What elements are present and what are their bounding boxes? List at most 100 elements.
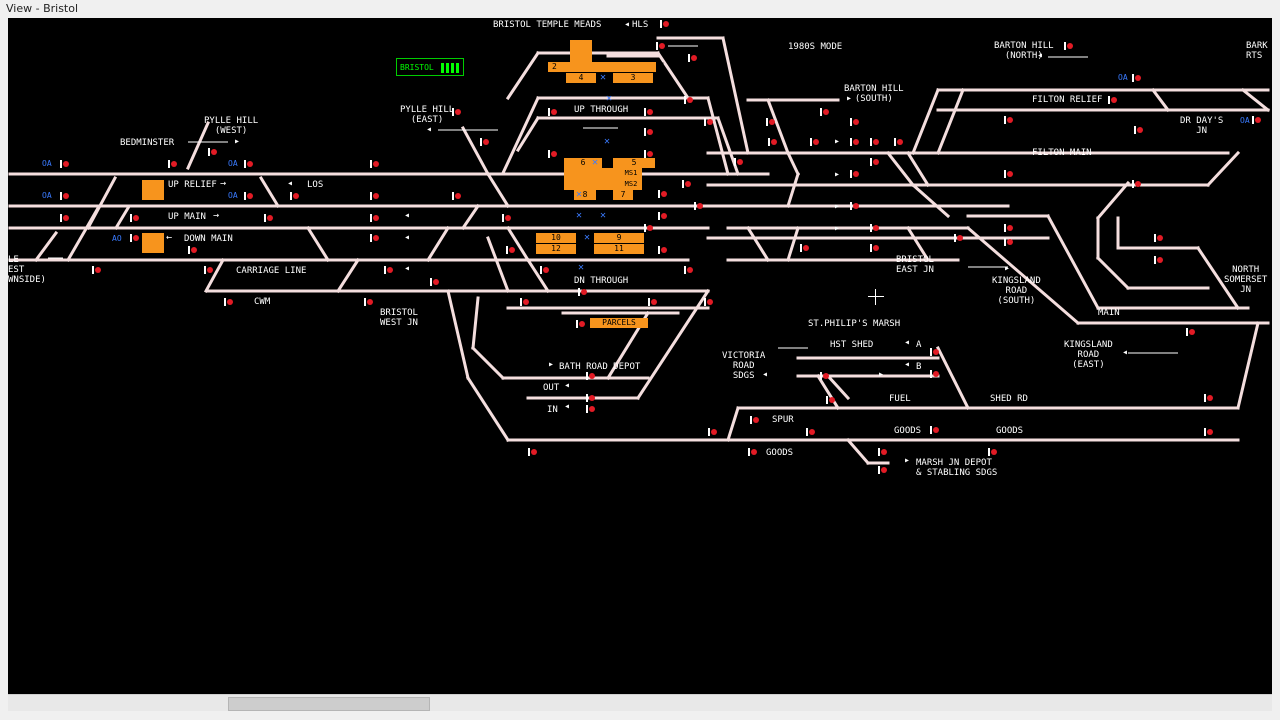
signal-icon[interactable] [1154, 256, 1164, 264]
signal-icon[interactable] [364, 298, 374, 306]
signal-icon[interactable] [768, 138, 778, 146]
signal-icon[interactable] [586, 372, 596, 380]
signal-icon[interactable] [130, 234, 140, 242]
horizontal-scrollbar[interactable] [8, 694, 1272, 712]
signal-icon[interactable] [370, 192, 380, 200]
signal-icon[interactable] [704, 298, 714, 306]
signal-icon[interactable] [548, 150, 558, 158]
signal-icon[interactable] [708, 428, 718, 436]
signal-icon[interactable] [930, 348, 940, 356]
signal-icon[interactable] [734, 158, 744, 166]
scrollbar-thumb[interactable] [228, 697, 430, 711]
signal-icon[interactable] [850, 202, 860, 210]
signal-icon[interactable] [688, 54, 698, 62]
signal-icon[interactable] [586, 394, 596, 402]
signal-icon[interactable] [820, 108, 830, 116]
signal-icon[interactable] [704, 118, 714, 126]
signal-icon[interactable] [168, 160, 178, 168]
signal-icon[interactable] [1108, 96, 1118, 104]
signal-icon[interactable] [658, 246, 668, 254]
signal-icon[interactable] [850, 170, 860, 178]
signal-icon[interactable] [370, 214, 380, 222]
signal-icon[interactable] [506, 246, 516, 254]
signal-icon[interactable] [370, 234, 380, 242]
signal-icon[interactable] [502, 214, 512, 222]
signal-icon[interactable] [870, 138, 880, 146]
signal-icon[interactable] [870, 244, 880, 252]
signal-icon[interactable] [1064, 42, 1074, 50]
signal-icon[interactable] [208, 148, 218, 156]
signal-icon[interactable] [1132, 74, 1142, 82]
signal-icon[interactable] [528, 448, 538, 456]
signal-icon[interactable] [656, 42, 666, 50]
signal-icon[interactable] [204, 266, 214, 274]
signal-icon[interactable] [60, 160, 70, 168]
signal-icon[interactable] [930, 370, 940, 378]
signal-icon[interactable] [894, 138, 904, 146]
signal-icon[interactable] [92, 266, 102, 274]
signal-icon[interactable] [1204, 394, 1214, 402]
signal-icon[interactable] [658, 190, 668, 198]
signal-icon[interactable] [684, 266, 694, 274]
signal-icon[interactable] [954, 234, 964, 242]
signal-icon[interactable] [826, 396, 836, 404]
signal-icon[interactable] [644, 150, 654, 158]
title-bar[interactable]: View - Bristol [0, 0, 1280, 19]
signal-icon[interactable] [766, 118, 776, 126]
signal-icon[interactable] [130, 214, 140, 222]
signal-icon[interactable] [806, 428, 816, 436]
signal-icon[interactable] [1004, 170, 1014, 178]
bristol-panel-indicator[interactable]: BRISTOL [396, 58, 464, 76]
signal-icon[interactable] [820, 372, 830, 380]
signal-icon[interactable] [1204, 428, 1214, 436]
signal-icon[interactable] [244, 192, 254, 200]
signal-icon[interactable] [290, 192, 300, 200]
signal-icon[interactable] [684, 96, 694, 104]
signal-icon[interactable] [694, 202, 704, 210]
signal-icon[interactable] [800, 244, 810, 252]
signal-icon[interactable] [1186, 328, 1196, 336]
signal-icon[interactable] [480, 138, 490, 146]
signal-icon[interactable] [644, 128, 654, 136]
signal-icon[interactable] [60, 192, 70, 200]
signal-icon[interactable] [1154, 234, 1164, 242]
signal-icon[interactable] [644, 108, 654, 116]
signal-icon[interactable] [870, 224, 880, 232]
signal-icon[interactable] [370, 160, 380, 168]
signal-icon[interactable] [988, 448, 998, 456]
signal-icon[interactable] [878, 466, 888, 474]
signal-icon[interactable] [878, 448, 888, 456]
signal-icon[interactable] [810, 138, 820, 146]
signal-icon[interactable] [748, 448, 758, 456]
signal-icon[interactable] [750, 416, 760, 424]
signal-icon[interactable] [452, 108, 462, 116]
signalling-diagram[interactable]: BRISTOL 1980S MODE BRISTOL TEMPLE MEADS … [8, 18, 1272, 694]
signal-icon[interactable] [660, 20, 670, 28]
signal-icon[interactable] [1134, 126, 1144, 134]
signal-icon[interactable] [1252, 116, 1262, 124]
signal-icon[interactable] [658, 212, 668, 220]
signal-icon[interactable] [452, 192, 462, 200]
signal-icon[interactable] [520, 298, 530, 306]
signal-icon[interactable] [930, 426, 940, 434]
signal-icon[interactable] [540, 266, 550, 274]
signal-icon[interactable] [1004, 116, 1014, 124]
signal-icon[interactable] [648, 298, 658, 306]
signal-icon[interactable] [644, 224, 654, 232]
signal-icon[interactable] [870, 158, 880, 166]
signal-icon[interactable] [576, 320, 586, 328]
signal-icon[interactable] [578, 288, 588, 296]
signal-icon[interactable] [244, 160, 254, 168]
signal-icon[interactable] [1004, 238, 1014, 246]
signal-icon[interactable] [1004, 224, 1014, 232]
signal-icon[interactable] [850, 138, 860, 146]
signal-icon[interactable] [548, 108, 558, 116]
signal-icon[interactable] [224, 298, 234, 306]
signal-icon[interactable] [586, 405, 596, 413]
signal-icon[interactable] [188, 246, 198, 254]
signal-icon[interactable] [430, 278, 440, 286]
signal-icon[interactable] [682, 180, 692, 188]
signal-icon[interactable] [384, 266, 394, 274]
signal-icon[interactable] [60, 214, 70, 222]
signal-icon[interactable] [850, 118, 860, 126]
